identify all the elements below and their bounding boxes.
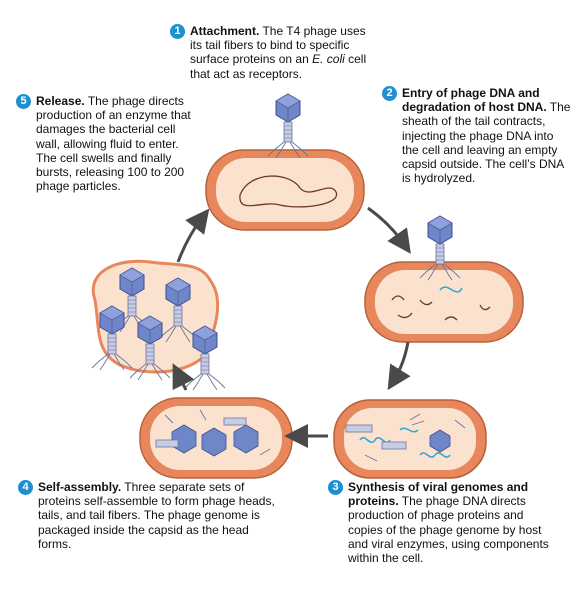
step-text-italic: E. coli [312, 52, 345, 67]
step-text: cell that act as receptors. [190, 52, 367, 81]
step-4-caption: 4 Self-assembly. Three separate sets of … [18, 480, 278, 551]
step-text: Three separate sets of proteins self-ass… [38, 480, 275, 551]
step-5-caption: 5 Release. The phage directs production … [16, 94, 194, 194]
step-1-caption: 1 Attachment. The T4 phage uses its tail… [170, 24, 380, 81]
cell-release [91, 259, 226, 391]
step-text: The phage DNA directs production of phag… [348, 494, 549, 566]
cell-self-assembly [139, 397, 293, 479]
cell-dna-entry [364, 215, 524, 343]
step-title: Synthesis of viral genomes and proteins. [348, 480, 529, 509]
step-title: Release. [36, 94, 85, 108]
arrow-2-to-3 [387, 341, 411, 391]
cell-synthesis [333, 399, 487, 479]
step-2-caption: 2 Entry of phage DNA and degradation of … [382, 86, 572, 186]
step-title: Attachment. [190, 24, 260, 38]
arrow-1-to-2 [367, 206, 411, 254]
step-badge: 3 [328, 480, 343, 495]
cell-attachment [205, 93, 365, 231]
phage-icon [267, 93, 309, 159]
step-badge: 1 [170, 24, 185, 39]
step-title: Self-assembly. [38, 480, 122, 494]
step-text: The phage directs production of an enzym… [36, 94, 191, 194]
arrow-5-to-1 [176, 208, 210, 263]
step-badge: 2 [382, 86, 397, 101]
step-badge: 4 [18, 480, 33, 495]
arrow-4-to-5 [172, 363, 195, 391]
step-badge: 5 [16, 94, 31, 109]
step-text: The T4 phage uses its tail fibers to bin… [190, 24, 366, 67]
step-text: The sheath of the tail contracts, inject… [402, 100, 571, 186]
step-3-caption: 3 Synthesis of viral genomes and protein… [328, 480, 553, 566]
step-title: Entry of phage DNA and degradation of ho… [402, 86, 547, 115]
